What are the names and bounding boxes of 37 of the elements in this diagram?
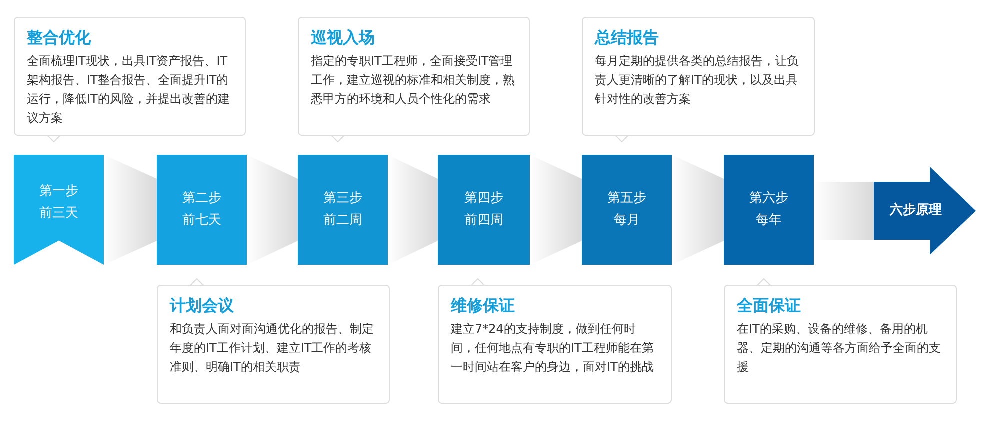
step-timing: 前三天 [40, 205, 78, 223]
callout-card [14, 17, 246, 136]
callout-heading: 全面保证 [737, 295, 802, 317]
callout-card [157, 285, 390, 404]
callout-card [724, 285, 957, 404]
callout-heading: 总结报告 [595, 27, 660, 49]
callout-heading: 维修保证 [451, 295, 516, 317]
callout-text: 指定的专职IT工程师，全面接受IT管理工作，建立巡视的标准和相关制度，熟悉甲方的环境和人员个性化的需求 [311, 53, 516, 108]
step-timing: 前二周 [324, 212, 362, 230]
callout-card [582, 17, 815, 136]
callout-text: 全面梳理IT现状，出具IT资产报告、IT架构报告、IT整合报告、全面提升IT的运行，降低IT的风险，并提出改善的建议方案 [27, 53, 231, 127]
step-number: 第二步 [182, 190, 222, 208]
step-number: 第一步 [40, 183, 78, 201]
step-timing: 前七天 [182, 212, 222, 230]
step-timing: 前四周 [464, 212, 504, 230]
arrow-label: 六步原理 [890, 202, 942, 220]
step-banner [14, 155, 104, 265]
callout-heading: 计划会议 [170, 295, 235, 317]
callout-heading: 巡视入场 [311, 27, 376, 49]
step-number: 第五步 [608, 190, 646, 208]
step-box [724, 155, 814, 265]
step-box [298, 155, 388, 265]
step-number: 第四步 [464, 190, 504, 208]
callout-card [298, 17, 530, 136]
callout-card [438, 285, 672, 404]
step-timing: 每年 [756, 212, 782, 230]
callout-heading: 整合优化 [27, 27, 92, 49]
step-box [582, 155, 672, 265]
step-box [438, 155, 530, 265]
callout-text: 和负责人面对面沟通优化的报告、制定年度的IT工作计划、建立IT工作的考核准则、明确IT的相关职责 [170, 321, 375, 376]
step-timing: 每月 [614, 212, 640, 230]
callout-text: 在IT的采购、设备的维修、备用的机器、定期的沟通等各方面给予全面的支援 [737, 321, 942, 376]
callout-text: 建立7*24的支持制度，做到任何时间，任何地点有专职的IT工程师能在第一时间站在客户的身边，面对IT的挑战 [451, 321, 655, 376]
step-number: 第六步 [750, 190, 788, 208]
step-box [157, 155, 247, 265]
step-number: 第三步 [324, 190, 362, 208]
callout-text: 每月定期的提供各类的总结报告，让负责人更清晰的了解IT的现状，以及出具针对性的改善方案 [595, 53, 800, 108]
